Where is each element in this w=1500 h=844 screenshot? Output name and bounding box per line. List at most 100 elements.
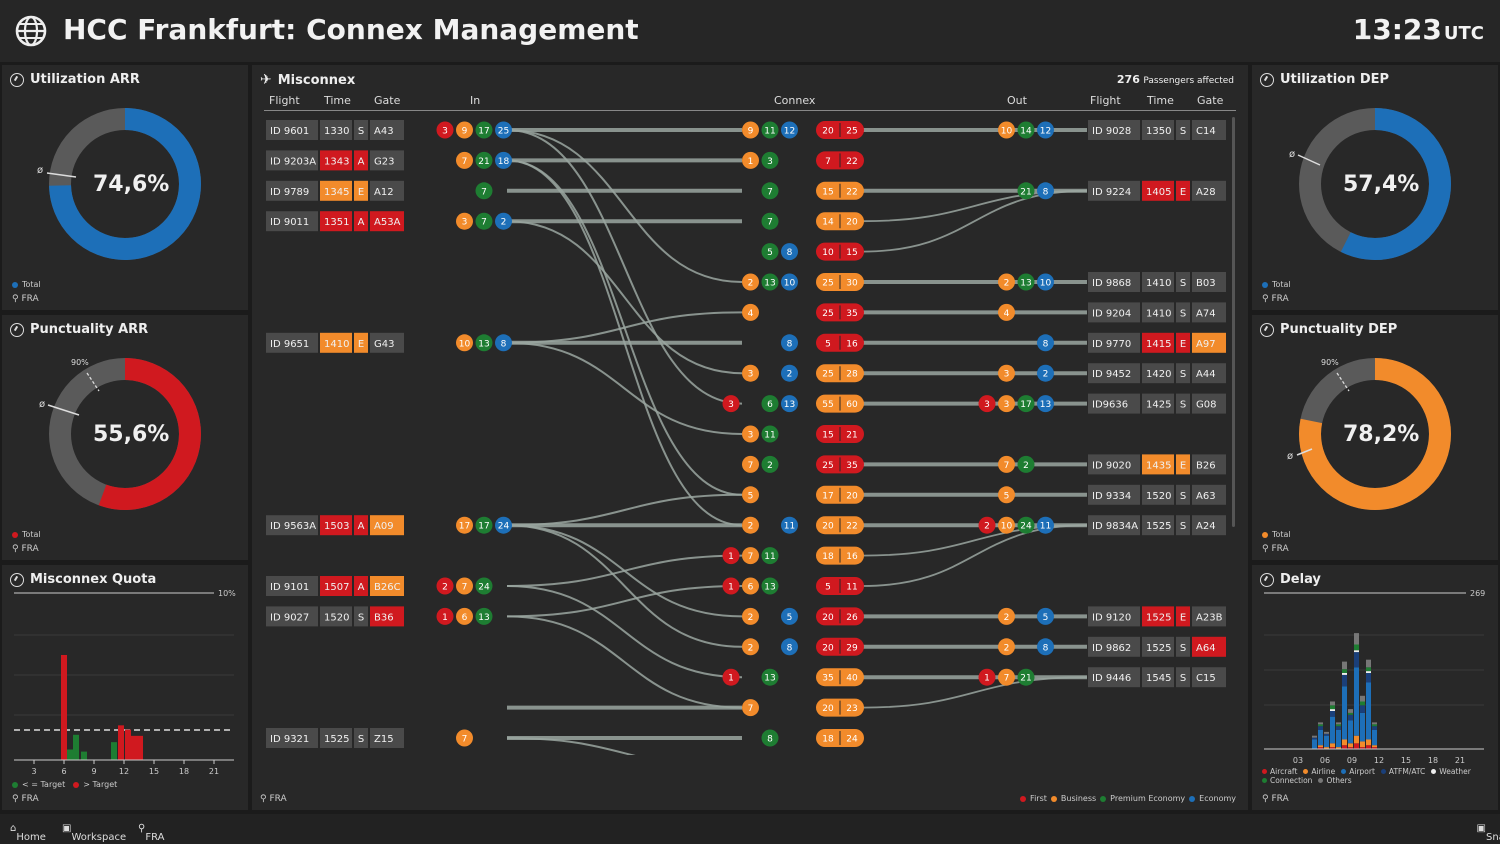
- passenger-count-text: 2: [442, 583, 448, 593]
- delay-bar-segment: [1354, 633, 1359, 645]
- passenger-count-text: 2: [1004, 643, 1010, 653]
- flight-status: [1176, 180, 1190, 201]
- utilization-dep-panel[interactable]: Utilization DEP ø 57,4% Total ⚲ FRA: [1252, 65, 1498, 310]
- flight-gate-text: A64: [1196, 643, 1216, 654]
- location-filter[interactable]: ⚲ FRA: [1262, 544, 1289, 554]
- gauge-icon: [10, 322, 24, 337]
- flight-time: [1142, 272, 1174, 292]
- location-filter[interactable]: ⚲ FRA: [1262, 294, 1289, 304]
- snapshot-button[interactable]: ▣ Snapshot: [1476, 823, 1500, 843]
- location-filter[interactable]: ⚲ FRA: [260, 794, 287, 804]
- punctuality-arr-panel[interactable]: Punctuality ARR 90% ø 55,6% Total ⚲ FRA: [2, 315, 248, 560]
- location-filter[interactable]: ⚲ FRA: [12, 544, 39, 554]
- passenger-count-text: 3: [748, 370, 754, 380]
- passenger-count-text: 3: [748, 431, 754, 441]
- connex-max: 29: [846, 643, 858, 653]
- passenger-count-text: 7: [767, 218, 773, 228]
- delay-bar-segment: [1342, 669, 1347, 673]
- flight-id-text: ID 9120: [1092, 612, 1131, 623]
- col-connex: Connex: [774, 94, 816, 107]
- passenger-count-pill: [761, 243, 779, 261]
- delay-legend-item: Others: [1318, 776, 1352, 785]
- panel-title: Utilization DEP: [1280, 72, 1390, 87]
- misconnex-panel[interactable]: ✈Misconnex 276 Passengers affected Fligh…: [252, 65, 1248, 810]
- svg-text:90%: 90%: [1321, 358, 1339, 367]
- flight-time: [320, 180, 352, 201]
- passenger-count-text: 2: [748, 279, 754, 289]
- delay-bar-segment: [1366, 659, 1371, 668]
- passenger-count-pill: [495, 212, 512, 230]
- x-tick-label: 15: [1401, 756, 1411, 765]
- flight-status: [1176, 393, 1190, 414]
- scrollbar[interactable]: [1232, 117, 1235, 527]
- flight-id-text: ID9636: [1092, 400, 1128, 411]
- location-filter[interactable]: ⚲ FRA: [12, 294, 39, 304]
- location-filter[interactable]: ⚲ FRA: [1262, 794, 1289, 804]
- flight-gate-text: B36: [374, 612, 394, 623]
- passenger-count-text: 2: [787, 370, 793, 380]
- svg-text:90%: 90%: [71, 358, 89, 367]
- passenger-count-pill: [742, 699, 759, 717]
- location-link[interactable]: ⚲ FRA: [138, 823, 165, 843]
- passenger-count-text: 2: [748, 643, 754, 653]
- quota-bar: [61, 655, 67, 760]
- passenger-count-text: 3: [442, 127, 448, 137]
- flight-status-text: A: [358, 156, 365, 167]
- delay-bar-segment: [1354, 743, 1359, 749]
- home-link[interactable]: ⌂ Home: [10, 823, 46, 843]
- header-divider: [264, 110, 1236, 111]
- quota-bar: [67, 749, 73, 760]
- location-filter[interactable]: ⚲ FRA: [12, 794, 39, 804]
- delay-bar-segment: [1336, 724, 1341, 727]
- punctuality-dep-panel[interactable]: Punctuality DEP 90% ø 78,2% Total ⚲ FRA: [1252, 315, 1498, 560]
- workspace-link[interactable]: ▣ Workspace: [62, 823, 127, 843]
- utilization-arr-panel[interactable]: Utilization ARR ø 74,6% Total ⚲ FRA: [2, 65, 248, 310]
- flight-id: [1088, 636, 1140, 657]
